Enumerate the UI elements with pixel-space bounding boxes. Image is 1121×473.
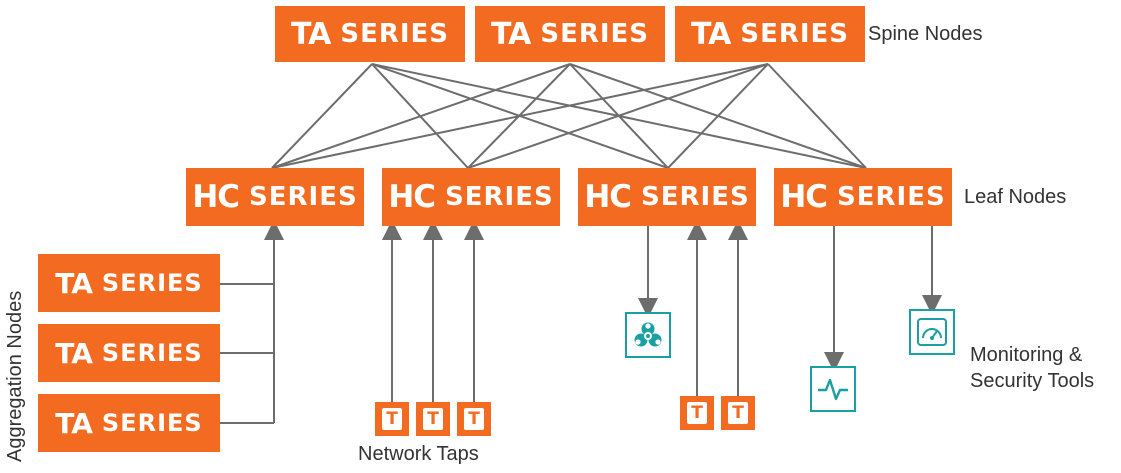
gauge-icon [909, 309, 955, 355]
aggregation-nodes-label: Aggregation Nodes [4, 290, 26, 462]
hc-logo-mark: HC [780, 179, 828, 215]
network-taps-label: Network Taps [358, 443, 479, 465]
ta-logo-mark: TA [55, 266, 93, 300]
leaf-node: HC SERIES [578, 168, 756, 226]
series-wordmark: SERIES [340, 19, 450, 49]
network-tap: T [457, 402, 491, 436]
mesh-link [271, 63, 571, 169]
ta-logo-mark: TA [490, 16, 531, 52]
leaf-node: HC SERIES [774, 168, 952, 226]
series-wordmark: SERIES [641, 182, 750, 212]
series-wordmark: SERIES [101, 339, 203, 367]
series-wordmark: SERIES [837, 182, 946, 212]
tap-icon: T [464, 408, 484, 430]
leaf-nodes-label: Leaf Nodes [964, 186, 1067, 208]
tools-label-line-1: Monitoring & [970, 344, 1083, 366]
mesh-link [271, 63, 373, 169]
tap-icon: T [728, 402, 748, 424]
leaf-node: HC SERIES [186, 168, 364, 226]
aggregation-node: TA SERIES [38, 324, 220, 382]
spine-nodes-label: Spine Nodes [868, 23, 983, 45]
network-tap: T [416, 402, 450, 436]
series-wordmark: SERIES [101, 269, 203, 297]
hc-logo-mark: HC [584, 179, 632, 215]
leaf-node: HC SERIES [382, 168, 560, 226]
ta-logo-mark: TA [55, 406, 93, 440]
tap-icon: T [423, 408, 443, 430]
hc-logo-mark: HC [192, 179, 240, 215]
ta-logo-mark: TA [55, 336, 93, 370]
ta-logo-mark: TA [290, 16, 331, 52]
series-wordmark: SERIES [445, 182, 554, 212]
tap-icon: T [382, 408, 402, 430]
mesh-link [667, 63, 769, 169]
network-tap: T [375, 402, 409, 436]
aggregation-node: TA SERIES [38, 254, 220, 312]
biohazard-icon [625, 312, 671, 358]
series-wordmark: SERIES [540, 19, 650, 49]
aggregation-node: TA SERIES [38, 394, 220, 452]
spine-node: TA SERIES [275, 6, 465, 62]
hc-logo-mark: HC [388, 179, 436, 215]
spine-node: TA SERIES [675, 6, 865, 62]
spine-node: TA SERIES [475, 6, 665, 62]
ta-logo-mark: TA [690, 16, 731, 52]
tools-label-line-2: Security Tools [970, 370, 1095, 392]
series-wordmark: SERIES [101, 409, 203, 437]
pulse-waveform-icon [810, 366, 856, 412]
network-tap: T [680, 396, 714, 430]
mesh-link [467, 63, 769, 169]
tap-icon: T [687, 402, 707, 424]
mesh-link [767, 63, 867, 169]
series-wordmark: SERIES [740, 19, 850, 49]
series-wordmark: SERIES [249, 182, 358, 212]
mesh-link [271, 63, 769, 169]
network-tap: T [721, 396, 755, 430]
